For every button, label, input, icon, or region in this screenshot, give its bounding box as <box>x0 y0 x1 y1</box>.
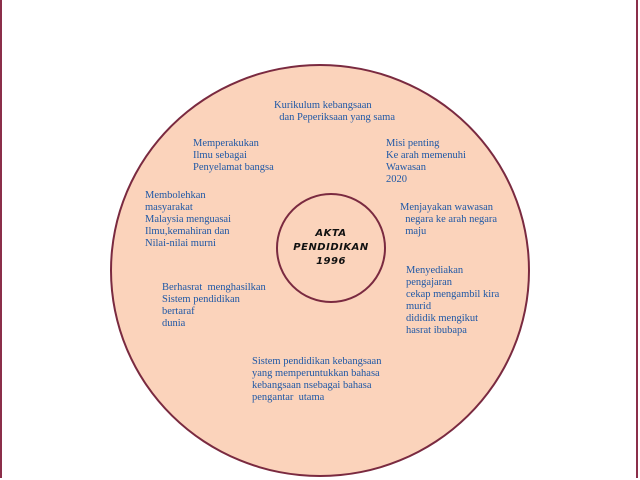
item-sistem: Sistem pendidikan kebangsaan yang memper… <box>252 356 382 403</box>
item-berhasrat: Berhasrat menghasilkan Sistem pendidikan… <box>162 282 266 329</box>
item-membolehkan: Membolehkan masyarakat Malaysia menguasa… <box>145 190 232 249</box>
center-title-line1: AKTA <box>315 228 347 239</box>
item-memperakukan: Memperakukan Ilmu sebagai Penyelamat ban… <box>193 138 274 173</box>
center-title-line2: PENDIDIKAN <box>293 242 369 253</box>
item-menjayakan: Menjayakan wawasan negara ke arah negara… <box>400 202 498 237</box>
center-circle: AKTA PENDIDIKAN 1996 <box>276 193 386 303</box>
center-title-line3: 1996 <box>316 256 346 267</box>
item-misi: Misi penting Ke arah memenuhi Wawasan 20… <box>386 138 466 185</box>
item-kurikulum: Kurikulum kebangsaan dan Peperiksaan yan… <box>274 100 396 123</box>
item-menyediakan: Menyediakan pengajaran cekap mengambil k… <box>406 265 500 336</box>
